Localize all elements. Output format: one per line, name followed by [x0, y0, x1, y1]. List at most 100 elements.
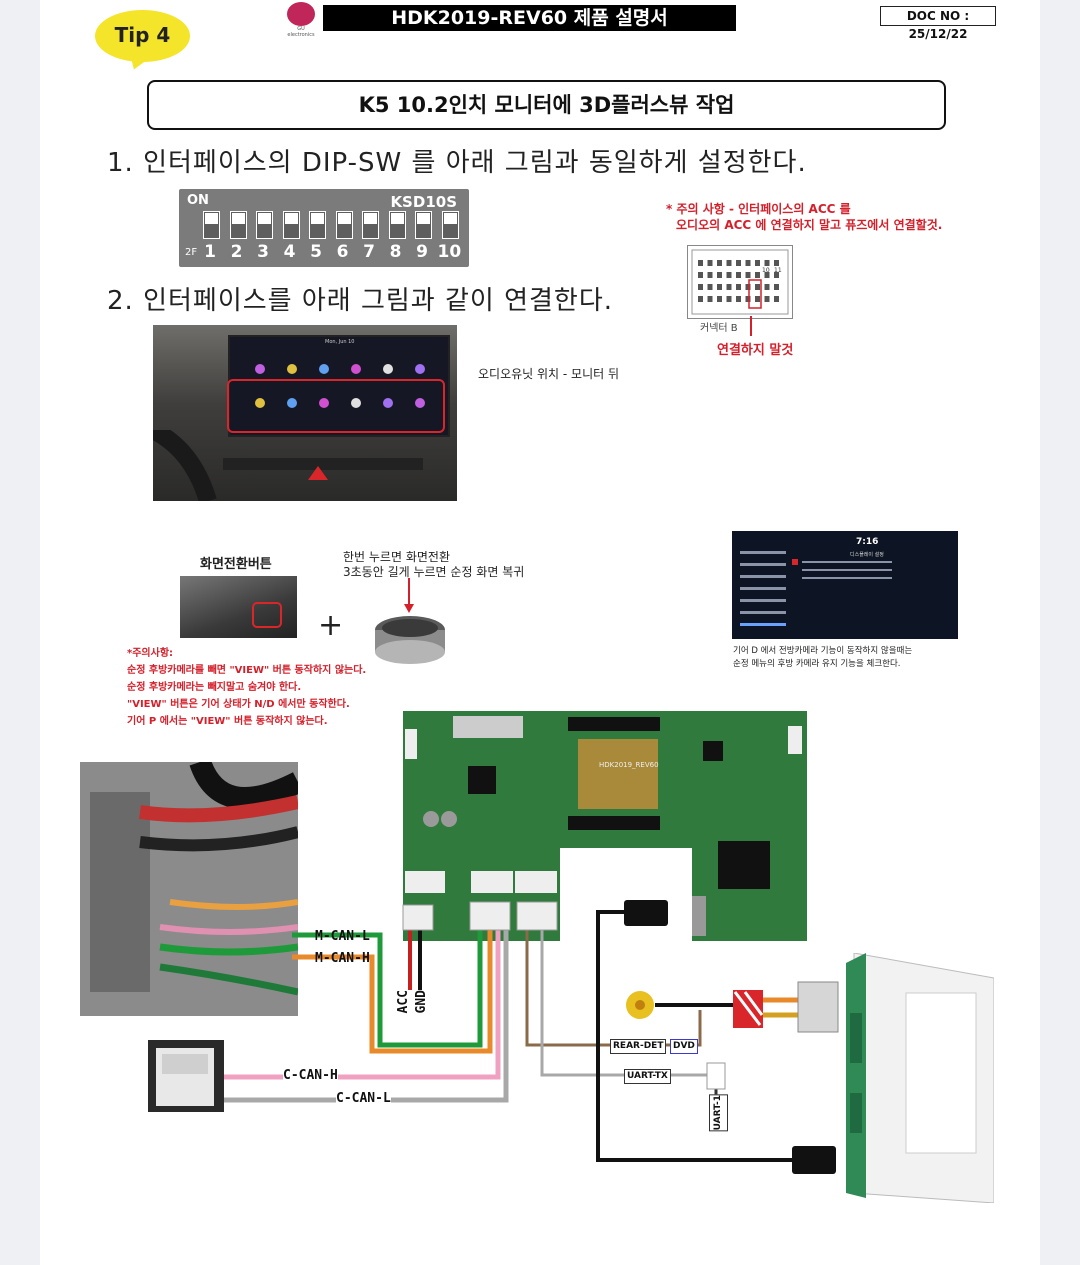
dip-switch-2 [229, 211, 247, 239]
connector-pin [774, 260, 779, 266]
dip-knob [311, 213, 324, 224]
connector-pin [745, 260, 751, 266]
connector-pin [745, 284, 751, 290]
logo-text: GU electronics [287, 26, 315, 38]
connector-pin [764, 296, 770, 302]
settings-menu-graphic [740, 551, 892, 626]
connector-pin [726, 284, 732, 290]
app-icon [351, 364, 361, 374]
rotary-knob-photo [375, 616, 445, 664]
caution-line-4: 기어 P 에서는 "VIEW" 버튼 동작하지 않는다. [127, 716, 328, 727]
dip-on-label: ON [187, 193, 209, 208]
steering-and-vents-graphic [153, 430, 423, 501]
app-icon [415, 398, 425, 408]
app-icon [287, 398, 297, 408]
interface-box-photo [846, 953, 994, 1203]
dip-model-label: KSD10S [390, 193, 457, 211]
head-unit-icons-graphic [255, 364, 425, 408]
dip-number-1: 1 [204, 242, 216, 262]
dip-switch-9 [415, 211, 432, 239]
dip-number-8: 8 [389, 242, 402, 262]
dip-knob [417, 213, 430, 224]
dip-switch-10 [441, 211, 459, 239]
switch-button-highlight [252, 602, 282, 628]
dashboard-photo: Mon, Jun 10 [153, 325, 457, 501]
dip-number-6: 6 [336, 242, 349, 262]
label-c-can-h: C-CAN-H [283, 1068, 338, 1083]
vehicle-harness-photo [80, 758, 304, 1016]
screen-time: 7:16 [856, 537, 879, 547]
c-can-connector-photo [148, 1040, 224, 1112]
app-icon [383, 364, 393, 374]
connector-pin [698, 284, 703, 290]
switch-button-photo [180, 576, 297, 638]
connector-pin [717, 284, 722, 290]
dip-knob [258, 213, 271, 224]
connector-pin [774, 296, 779, 302]
dip-number-3: 3 [257, 242, 269, 262]
cautions-title: *주의사항: [127, 648, 174, 659]
dip-switch-7 [362, 211, 379, 239]
connector-b-label: 커넥터 B [700, 323, 738, 334]
connector-pin [736, 260, 741, 266]
connector-pin [745, 296, 751, 302]
pcb-components-graphic [405, 716, 802, 936]
dip-knob [284, 213, 298, 224]
company-logo: GU electronics [283, 2, 319, 38]
connector-pin [764, 284, 770, 290]
connector-pin [698, 296, 703, 302]
connector-pin [745, 272, 751, 278]
connector-pin [717, 260, 722, 266]
dip-number-2: 2 [230, 242, 243, 262]
menu-description-line [802, 569, 892, 571]
connector-pin [755, 284, 760, 290]
dip-switch-6 [335, 211, 353, 239]
pin-label-b: 11 [774, 267, 782, 274]
menu-row [740, 563, 786, 566]
caution-line-2: 순정 후방카메라는 빼지말고 숨겨야 한다. [127, 682, 302, 693]
connector-pin [726, 296, 732, 302]
app-icon [383, 398, 393, 408]
pcb-cutout [560, 848, 692, 943]
dip-switch-1 [203, 211, 220, 239]
label-c-can-l: C-CAN-L [336, 1091, 391, 1106]
menu-description-line [802, 561, 892, 563]
label-acc: ACC [396, 990, 411, 1014]
head-unit-date: Mon, Jun 10 [325, 339, 355, 345]
plus-sign: + [318, 608, 344, 643]
pin-label-a: 10 [762, 267, 770, 274]
dip-number-5: 5 [310, 242, 322, 262]
section-banner: K5 10.2인치 모니터에 3D플러스뷰 작업 [147, 80, 946, 130]
dip-number-9: 9 [416, 242, 428, 262]
caution-line-1: 순정 후방카메라를 빼면 "VIEW" 버튼 동작하지 않는다. [127, 665, 367, 676]
dip-side-label: 2F [185, 247, 198, 258]
connector-pin [736, 284, 741, 290]
label-gnd: GND [414, 990, 429, 1014]
dip-switch-8 [388, 211, 406, 239]
dip-knob [337, 213, 351, 224]
menu-row [740, 575, 786, 578]
connector-pin [755, 296, 760, 302]
connector-pin [707, 260, 713, 266]
connector-pin [726, 260, 732, 266]
logo-mark-icon [287, 2, 315, 26]
knob-arrow-icon [404, 578, 414, 613]
tip-badge: Tip 4 [95, 10, 190, 62]
acc-caution-line-1: * 주의 사항 - 인터페이스의 ACC 를 [666, 202, 851, 216]
screen-menu-title: 디스플레이 설정 [850, 552, 884, 558]
connector-pin [764, 260, 770, 266]
dip-switch-5 [309, 211, 326, 239]
dip-switch-3 [256, 211, 273, 239]
connector-pin [736, 272, 741, 278]
app-icon [415, 364, 425, 374]
menu-row [740, 551, 786, 554]
switch-button-title: 화면전환버튼 [200, 557, 272, 572]
knob-caption-line-1: 한번 누르면 화면전환 [343, 550, 450, 564]
dip-knob [364, 213, 377, 224]
connector-pins-graphic: 10 11 [691, 249, 789, 315]
label-dvd: DVD [670, 1039, 698, 1054]
connector-pin [707, 284, 713, 290]
menu-row [740, 611, 786, 614]
step-2-text: 2. 인터페이스를 아래 그림과 같이 연결한다. [107, 286, 614, 316]
connector-pin [717, 272, 722, 278]
